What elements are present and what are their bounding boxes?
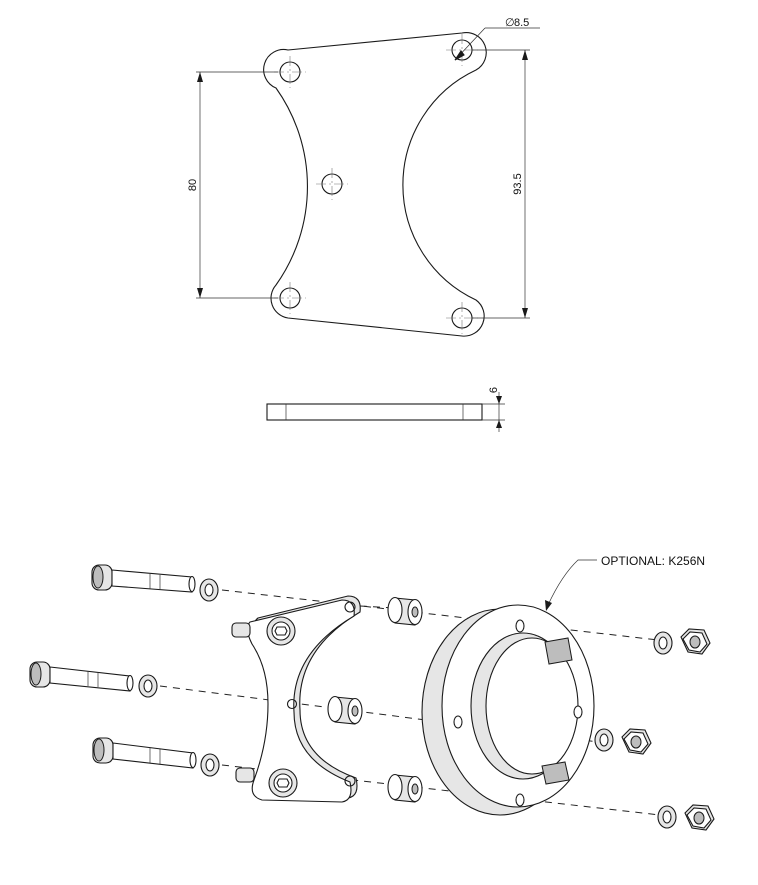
height-right-label: 93.5 (512, 173, 524, 194)
washer-bottom-left (200, 753, 220, 777)
nut-top-right (680, 628, 711, 655)
bolt-top (91, 564, 196, 593)
exploded-assembly: OPTIONAL: K256N (29, 554, 715, 831)
spacer-bottom (387, 773, 423, 803)
washer-top-right (653, 631, 673, 655)
bolt-bottom (92, 737, 197, 769)
bracket-iso (231, 595, 361, 803)
bracket-outline (263, 32, 487, 337)
spacer-top (387, 596, 423, 626)
center-marks (274, 34, 478, 334)
washer-top-left (199, 578, 219, 602)
hole-diameter-label: 8.5 (514, 17, 529, 29)
washer-middle-left (138, 674, 158, 698)
hole-diameter-symbol: ∅ (505, 17, 515, 29)
bracket-side-view: 6 (266, 387, 505, 432)
hub-ring (421, 604, 595, 816)
washer-bottom-right (657, 805, 677, 829)
washer-middle-right (594, 728, 614, 752)
optional-part-label: OPTIONAL: K256N (601, 554, 705, 568)
nut-middle-right (621, 728, 652, 755)
thickness-label: 6 (488, 387, 500, 393)
optional-callout: OPTIONAL: K256N (545, 554, 705, 611)
spacer-middle (327, 695, 363, 725)
nut-bottom-right (684, 804, 715, 831)
bolt-middle (29, 661, 134, 692)
bracket-front-view: ∅ 8.5 80 93.5 (187, 17, 540, 337)
height-left-label: 80 (187, 179, 199, 191)
